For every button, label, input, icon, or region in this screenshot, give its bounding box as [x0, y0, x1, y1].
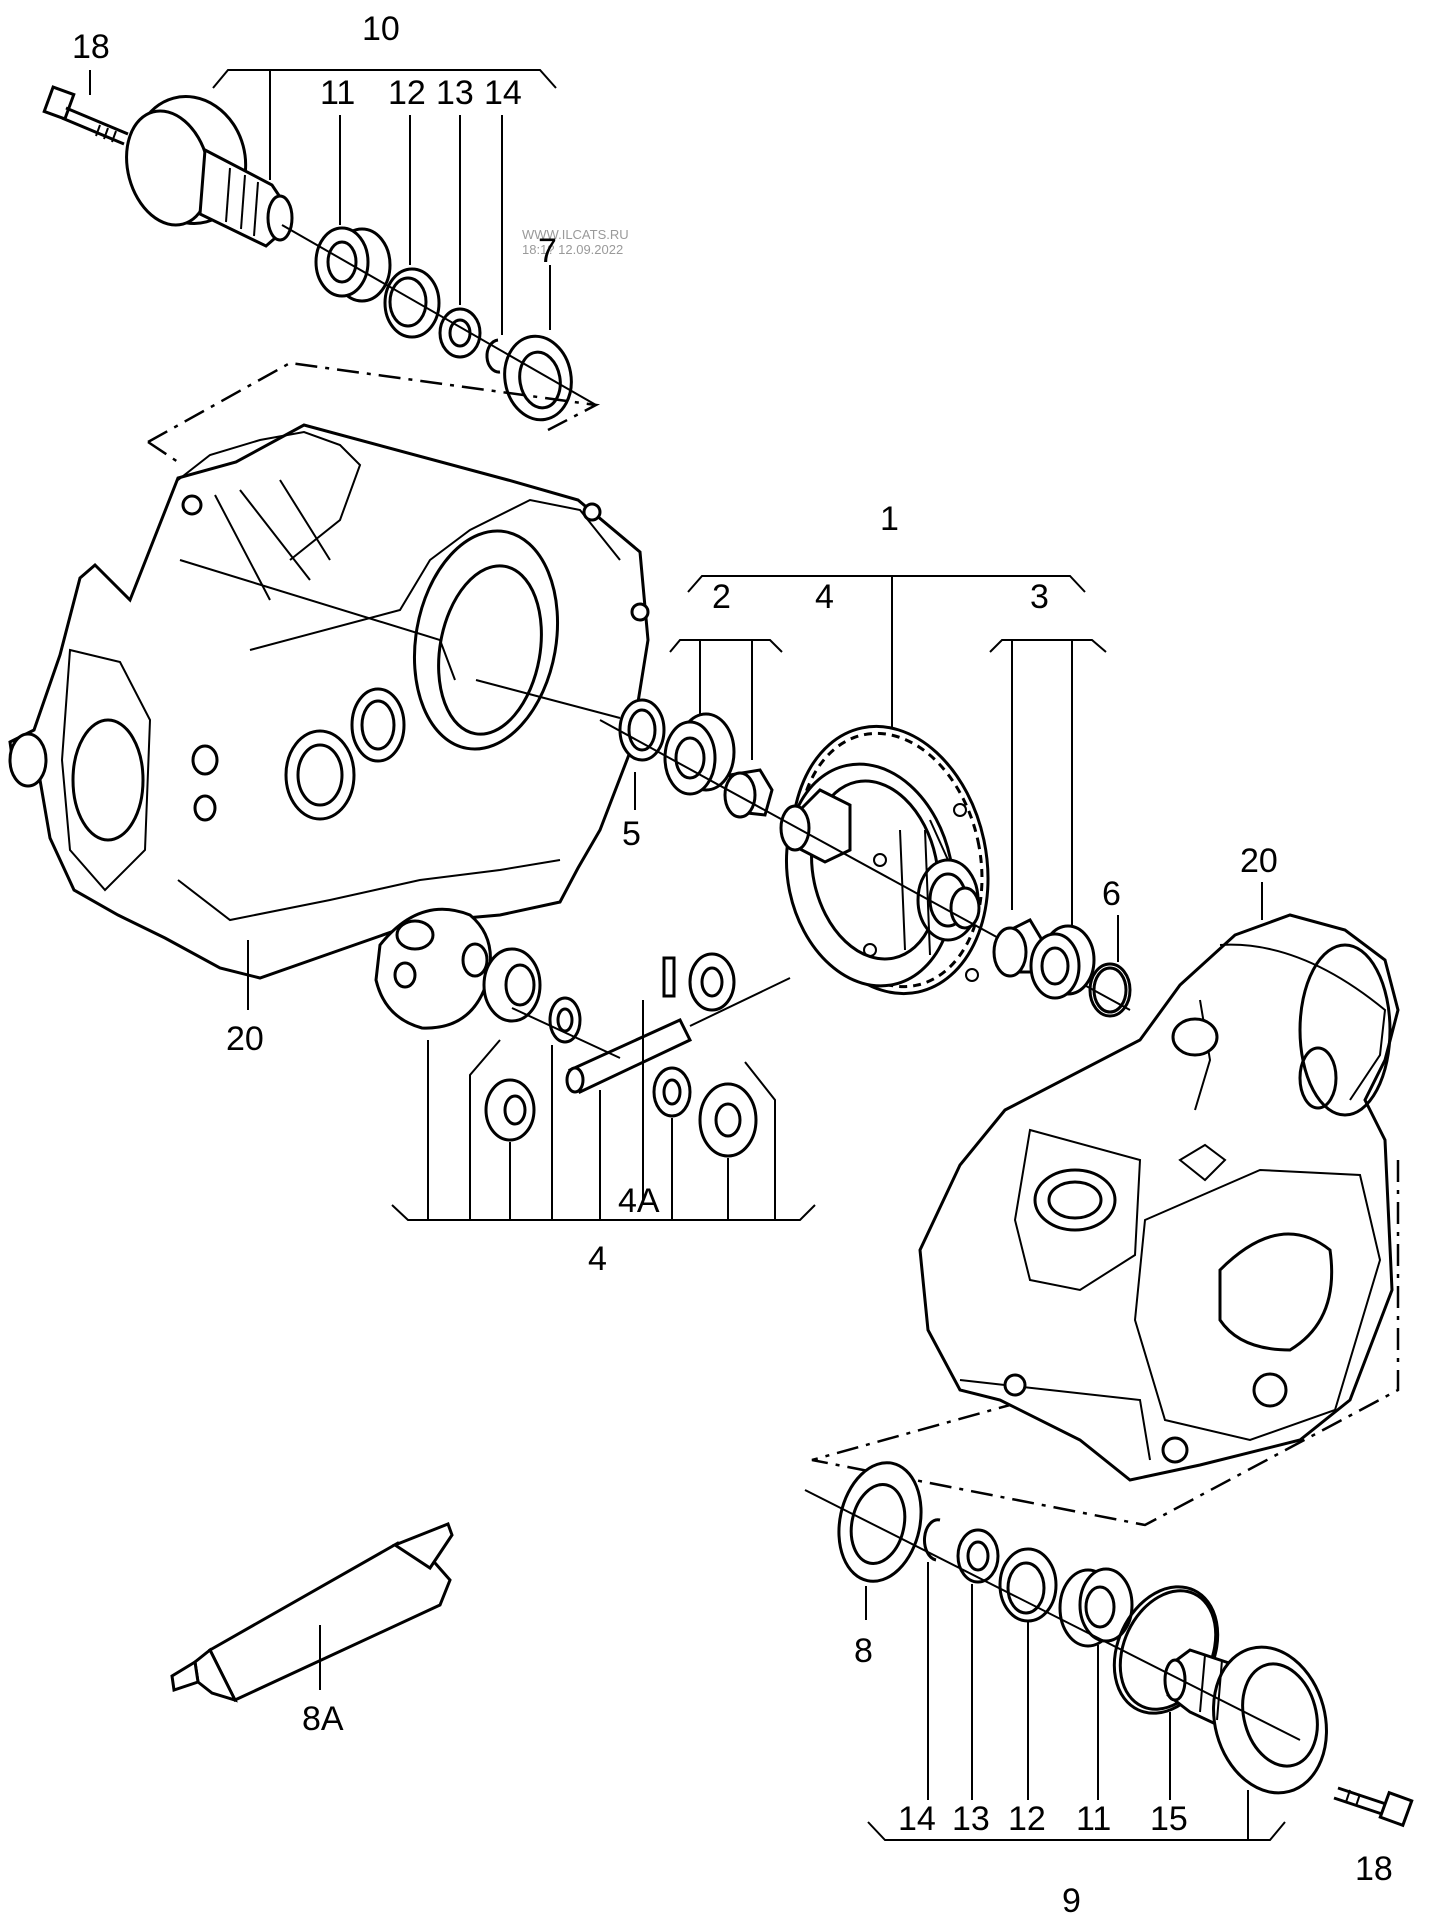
- drive-flange-bottom: [1163, 1645, 1328, 1795]
- drive-flange-top: [125, 95, 294, 248]
- label-7: 7: [538, 232, 557, 270]
- gearbox-housing-left: [8, 423, 650, 980]
- label-4-top: 4: [815, 578, 834, 616]
- label-20-right: 20: [1240, 842, 1278, 880]
- circlip-14-top: [485, 338, 501, 374]
- gearbox-housing-right: [918, 913, 1400, 1482]
- label-9: 9: [1062, 1882, 1081, 1920]
- label-8: 8: [854, 1632, 873, 1670]
- differential-internals: [374, 907, 791, 1158]
- ring-6: [1088, 962, 1132, 1018]
- label-12-top: 12: [388, 74, 426, 112]
- right-housing-bracket: [811, 1160, 1400, 1527]
- bolt-18-bottom: [1333, 1786, 1414, 1828]
- watermark-timestamp: 18:1? 12.09.2022: [522, 242, 623, 257]
- label-14-bottom: 14: [898, 1800, 936, 1838]
- bracket-3: [989, 639, 1107, 932]
- label-4a: 4A: [618, 1182, 660, 1220]
- circlip-14-bottom: [923, 1518, 941, 1562]
- differential-crown-gear: [779, 724, 990, 996]
- label-10: 10: [362, 10, 400, 48]
- label-20-left: 20: [226, 1020, 264, 1058]
- bearing-race-3: [1029, 924, 1096, 1000]
- label-13-top: 13: [436, 74, 474, 112]
- label-13-bottom: 13: [952, 1800, 990, 1838]
- watermark-site: WWW.ILCATS.RU: [522, 227, 629, 242]
- bolt-18-top: [42, 85, 129, 146]
- race-12-bottom: [998, 1547, 1058, 1623]
- bearing-11-top: [314, 226, 392, 303]
- label-11-top: 11: [320, 74, 355, 112]
- label-5: 5: [622, 815, 641, 853]
- sealant-tube-8a: [170, 1522, 454, 1703]
- label-8a: 8A: [302, 1700, 344, 1738]
- bottom-flange-assembly: [804, 1461, 1414, 1828]
- shim-8: [837, 1461, 923, 1583]
- label-1: 1: [880, 500, 899, 538]
- bracket-10: [89, 69, 557, 335]
- shim-7: [503, 334, 573, 422]
- label-18-bottom: 18: [1355, 1850, 1393, 1888]
- bearing-11-bottom: [1058, 1567, 1134, 1648]
- label-11-bottom: 11: [1076, 1800, 1111, 1838]
- nut-13-top: [438, 307, 482, 359]
- label-3: 3: [1030, 578, 1049, 616]
- label-12-bottom: 12: [1008, 1800, 1046, 1838]
- bracket-9-bottom: [865, 1562, 1286, 1841]
- bearing-race-2: [663, 712, 736, 796]
- label-15: 15: [1150, 1800, 1188, 1838]
- bracket-4-bottom: [391, 1000, 816, 1221]
- label-4-bottom: 4: [588, 1240, 607, 1278]
- nut-13-bottom: [956, 1528, 1000, 1584]
- bracket-2: [669, 639, 783, 760]
- label-2: 2: [712, 578, 731, 616]
- tapered-bearing-2: [723, 768, 774, 819]
- label-6: 6: [1102, 875, 1121, 913]
- top-flange-assembly: [42, 85, 597, 422]
- label-18-top: 18: [72, 28, 110, 66]
- callout-labels: 18 10 11 12 13 14 7 1 2 4 3 5 6 20 20 4A…: [72, 10, 1393, 1920]
- race-12-top: [383, 267, 441, 339]
- label-14-top: 14: [484, 74, 522, 112]
